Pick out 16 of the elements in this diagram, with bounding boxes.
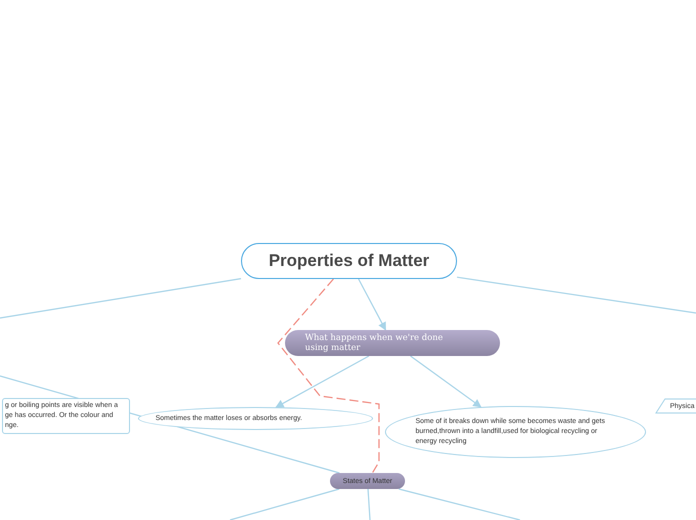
connector bbox=[367, 488, 371, 520]
title-text: Properties of Matter bbox=[268, 251, 430, 271]
connector bbox=[410, 356, 482, 408]
subtopic-box bbox=[330, 473, 405, 489]
node-text: What happens when we're done using matter bbox=[305, 333, 444, 353]
connector bbox=[456, 276, 696, 314]
central-topic bbox=[241, 243, 457, 279]
dashed-connector bbox=[277, 278, 380, 474]
connector bbox=[398, 488, 520, 520]
parallelogram-node bbox=[655, 398, 696, 414]
connector bbox=[230, 488, 340, 520]
topic-box bbox=[285, 330, 500, 356]
connector bbox=[358, 278, 386, 331]
connector bbox=[275, 355, 370, 408]
note-box bbox=[2, 398, 130, 434]
connector bbox=[0, 278, 242, 319]
